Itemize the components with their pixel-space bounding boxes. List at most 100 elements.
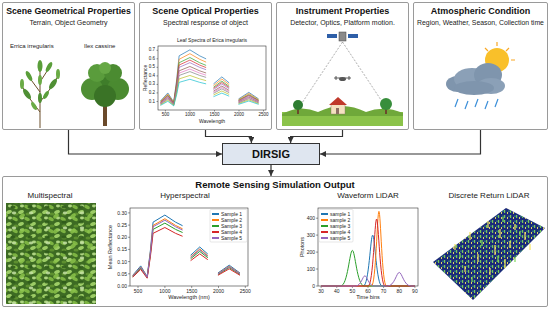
sensor-platform bbox=[331, 104, 345, 114]
tick-label: 0.25 bbox=[117, 223, 127, 228]
species-label: Errica irregularis bbox=[10, 43, 54, 49]
point-cloud bbox=[433, 208, 545, 300]
tick-label: 2000 bbox=[234, 112, 244, 117]
tick-label: 500 bbox=[162, 112, 170, 117]
panel-heading: Remote Sensing Simulation Output bbox=[195, 179, 354, 190]
panel-title: Multispectral bbox=[28, 192, 73, 200]
tick-label: 80 bbox=[396, 289, 402, 294]
legend-label: sample 4 bbox=[330, 230, 350, 235]
legend-swatch bbox=[321, 225, 328, 227]
weather-icon bbox=[446, 42, 515, 109]
tick-label: 100 bbox=[307, 267, 315, 272]
chart-title: Leaf Spectra of Erica irregularis bbox=[177, 38, 247, 43]
legend-swatch bbox=[321, 237, 328, 239]
axis-title: Wavelength (nm) bbox=[168, 295, 210, 301]
hyperspectral-chart bbox=[128, 213, 245, 288]
tick-label: 0.2 bbox=[149, 91, 155, 96]
legend-label: sample 3 bbox=[330, 224, 350, 229]
sensor-platform bbox=[334, 76, 351, 80]
connector-arrow bbox=[69, 130, 223, 154]
waveform-chart bbox=[316, 208, 418, 288]
ilex-plant bbox=[99, 62, 111, 74]
tick-label: 90 bbox=[412, 289, 418, 294]
waveform-chart bbox=[321, 272, 415, 286]
tick-label: 70 bbox=[381, 289, 387, 294]
waveform-chart bbox=[321, 211, 415, 286]
legend-label: Sample 4 bbox=[221, 230, 242, 235]
legend-label: sample 5 bbox=[330, 236, 350, 241]
panel-title: Hyperspectral bbox=[160, 192, 209, 200]
hyperspectral-chart bbox=[128, 208, 248, 288]
tick-label: 400 bbox=[307, 216, 315, 221]
sensor-platform bbox=[348, 34, 358, 38]
legend-label: Sample 1 bbox=[221, 212, 242, 217]
box-subtitle: Detector, Optics, Platform motion. bbox=[290, 19, 395, 27]
process-label: DIRSIG bbox=[252, 144, 290, 164]
box-subtitle: Spectral response of object bbox=[163, 19, 248, 27]
multispectral-image bbox=[6, 203, 96, 304]
axis-title: Time bins bbox=[356, 295, 380, 301]
tick-label: 0.00 bbox=[117, 284, 127, 289]
erica-plant bbox=[20, 79, 24, 89]
erica-plant bbox=[44, 61, 53, 73]
legend-swatch bbox=[212, 237, 219, 239]
leaf-spectra-chart bbox=[158, 46, 266, 110]
sensor-platform bbox=[293, 100, 303, 110]
tick-label: 0.20 bbox=[117, 235, 127, 240]
erica-plant bbox=[22, 88, 33, 101]
multispectral-image bbox=[6, 203, 96, 304]
legend-swatch bbox=[212, 213, 219, 215]
ilex-plant bbox=[94, 85, 116, 107]
tick-label: 0.15 bbox=[117, 247, 127, 252]
point-cloud bbox=[460, 217, 520, 282]
tick-label: 40 bbox=[334, 289, 340, 294]
box-title: Scene Geometrical Properties bbox=[6, 6, 131, 17]
panel-title: Waveform LiDAR bbox=[337, 192, 399, 200]
leaf-spectra-chart bbox=[160, 75, 258, 105]
weather-icon bbox=[454, 81, 494, 95]
property-box: Scene Geometrical PropertiesTerrain, Obj… bbox=[2, 2, 135, 130]
legend-swatch bbox=[212, 231, 219, 233]
tick-label: 2000 bbox=[213, 289, 224, 294]
weather-icon bbox=[455, 99, 498, 109]
hyperspectral-chart bbox=[130, 208, 248, 286]
axis-title: Photons bbox=[300, 237, 306, 257]
legend-swatch bbox=[321, 213, 328, 215]
point-cloud bbox=[433, 208, 545, 300]
connector-arrow bbox=[270, 165, 271, 176]
hyperspectral-chart bbox=[210, 210, 247, 243]
waveform-chart bbox=[316, 218, 415, 288]
box-title: Scene Optical Properties bbox=[152, 6, 259, 17]
ilex-plant bbox=[81, 62, 129, 126]
legend-label: Sample 2 bbox=[221, 218, 242, 223]
tick-label: 0.7 bbox=[149, 48, 155, 53]
axis-title: Mean Reflectance bbox=[108, 225, 114, 269]
tick-label: 2500 bbox=[240, 289, 251, 294]
tick-label: 200 bbox=[307, 250, 315, 255]
erica-plant bbox=[30, 101, 38, 111]
legend-label: Sample 5 bbox=[221, 236, 242, 241]
waveform-chart bbox=[321, 219, 415, 286]
connector-arrow bbox=[206, 130, 252, 143]
connector-arrow bbox=[291, 130, 343, 143]
species-label: Ilex cassine bbox=[84, 43, 115, 49]
erica-plant bbox=[42, 90, 50, 100]
axis-title: Reflectance bbox=[143, 65, 148, 91]
sensor-platform bbox=[339, 32, 346, 41]
leaf-spectra-chart bbox=[160, 50, 258, 106]
tick-label: 300 bbox=[307, 233, 315, 238]
tick-label: 30 bbox=[318, 289, 324, 294]
tick-label: 0 bbox=[312, 284, 315, 289]
legend-swatch bbox=[321, 219, 328, 221]
property-box: Instrument PropertiesDetector, Optics, P… bbox=[276, 2, 409, 130]
box-subtitle: Region, Weather, Season, Collection time bbox=[417, 19, 544, 27]
property-box: Scene Optical PropertiesSpectral respons… bbox=[139, 2, 272, 130]
axis-title: Wavelength bbox=[199, 119, 225, 124]
box-subtitle: Terrain, Object Geometry bbox=[29, 19, 107, 27]
multispectral-image bbox=[6, 203, 96, 304]
tick-label: 0.4 bbox=[149, 74, 155, 79]
waveform-chart bbox=[319, 210, 353, 243]
erica-plant bbox=[20, 60, 60, 128]
waveform-chart bbox=[321, 211, 415, 286]
